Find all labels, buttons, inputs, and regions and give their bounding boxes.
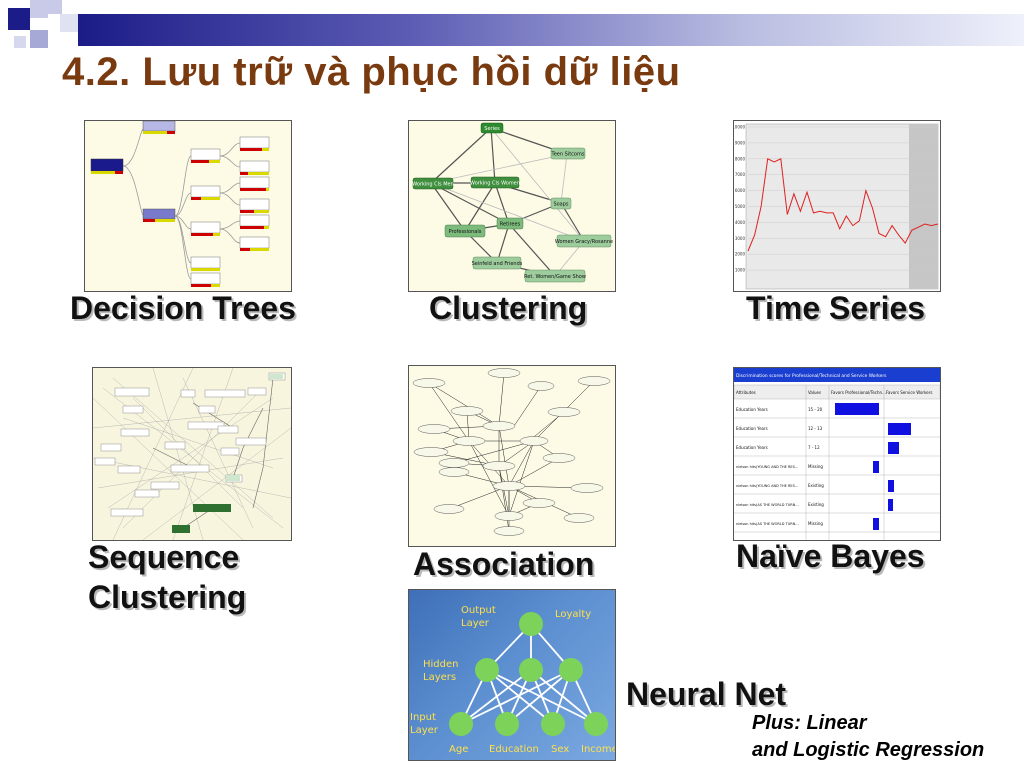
top-gradient-bar	[78, 14, 1024, 46]
deco-square-4	[30, 30, 48, 48]
time-series-tick-label: 3000	[735, 236, 746, 241]
nb-row-attr: Education Years	[736, 407, 768, 412]
naive-bayes-label: Naïve Bayes	[736, 538, 925, 574]
nb-row-value: Existing	[808, 483, 824, 488]
nb-row-value: 12 - 13	[808, 426, 823, 431]
cluster-node-women-gracy-rosanne: Women Gracy/Rosanne	[555, 239, 613, 245]
naive-bayes-image: Discrimination scores for Professional/T…	[733, 367, 941, 541]
sequence-clustering-label-line1: Sequence	[88, 539, 240, 575]
plus-linear-text: Plus: Linear	[752, 712, 867, 734]
nb-row-value: Missing	[808, 464, 823, 469]
nb-row-attr: Education Years	[736, 445, 768, 450]
time-series-tick-label: 6000	[735, 188, 746, 193]
nb-row-attr: nielson hits(YOUNG AND THE RES...	[736, 465, 798, 469]
nn-input-layer-l2: Layer	[410, 725, 439, 736]
nb-row-attr: nielson hits(AS THE WORLD TURN...	[736, 522, 799, 526]
deco-square-3	[48, 0, 62, 14]
nn-input-income: Income	[581, 744, 615, 755]
cluster-node-ret-women-game-show: Ret. Women/Game Show	[524, 274, 586, 280]
association-label: Association	[413, 546, 595, 582]
deco-square-1	[8, 8, 30, 30]
nn-loyalty: Loyalty	[555, 609, 591, 620]
nn-hidden-layers-l2: Layers	[423, 672, 456, 683]
nn-hidden-node	[519, 658, 543, 682]
nn-output-layer-l1: Output	[461, 605, 496, 616]
nn-input-age: Age	[449, 744, 468, 755]
nn-hidden-node	[475, 658, 499, 682]
time-series-chart: 10000 9000 8000 7000 6000 5000 4000 3000 2000 100…	[734, 123, 939, 290]
nb-row-attr: nielson hits(YOUNG AND THE RES...	[736, 484, 798, 488]
cluster-node-soaps: Soaps	[553, 202, 568, 208]
time-series-tick-label: 5000	[735, 204, 746, 209]
deco-square-5	[60, 14, 78, 32]
nn-output-node	[519, 612, 543, 636]
nn-output-layer-l2: Layer	[461, 618, 490, 629]
naive-bayes-header: Discrimination scores for Professional/T…	[736, 373, 887, 379]
cluster-node-working-cls-men: Working Cls Men	[412, 182, 454, 188]
nn-input-node	[541, 712, 565, 736]
nn-input-node	[449, 712, 473, 736]
nn-hidden-layers-l1: Hidden	[423, 659, 458, 670]
time-series-tick-label: 9000	[735, 140, 746, 145]
clustering-graph: Series Teen Sitcoms Working Cls Men Work…	[412, 122, 613, 283]
neural-net-label: Neural Net	[626, 676, 787, 712]
sequence-clustering-label-line2: Clustering	[88, 579, 247, 615]
nb-row-attr: nielson hits(AS THE WORLD TURN...	[736, 503, 799, 507]
nb-col-favors-prof: Favors Professional/Techn...	[831, 390, 886, 395]
sequence-clustering-image	[92, 367, 292, 541]
association-image	[408, 365, 616, 547]
plus-logistic-text: and Logistic Regression	[752, 739, 985, 761]
nb-col-values: Values	[808, 390, 821, 395]
time-series-tick-label: 10000	[734, 125, 745, 130]
deco-square-2	[30, 0, 48, 18]
slide-title: 4.2. Lưu trữ và phục hồi dữ liệu	[62, 50, 681, 94]
nn-hidden-node	[559, 658, 583, 682]
nb-row-value: 7 - 12	[808, 445, 820, 450]
cluster-node-working-cls-women: Working Cls Women	[470, 181, 520, 187]
deco-square-6	[14, 36, 26, 48]
nn-input-education: Education	[489, 744, 539, 755]
time-series-tick-label: 8000	[735, 156, 746, 161]
nb-col-favors-service: Favors Service Workers	[886, 390, 932, 395]
decision-trees-image	[84, 120, 292, 292]
time-series-line	[747, 158, 939, 252]
cluster-node-professionals: Professionals	[449, 229, 482, 235]
clustering-label: Clustering	[429, 290, 588, 326]
time-series-tick-label: 4000	[735, 220, 746, 225]
neural-net-image: Output Layer Loyalty Hidden Layers Input…	[408, 589, 616, 761]
nn-input-node	[584, 712, 608, 736]
nb-col-attributes: Attributes	[736, 390, 756, 395]
nn-input-sex: Sex	[551, 744, 569, 755]
clustering-image: Series Teen Sitcoms Working Cls Men Work…	[408, 120, 616, 292]
cluster-node-series: Series	[484, 126, 500, 132]
cluster-node-retirees: Retirees	[500, 222, 521, 228]
time-series-label: Time Series	[746, 290, 926, 326]
time-series-tick-label: 1000	[735, 268, 746, 273]
nb-row-value: Missing	[808, 521, 823, 526]
time-series-tick-label: 2000	[735, 252, 746, 257]
nb-row-attr: Education Years	[736, 426, 768, 431]
nb-row-value: Existing	[808, 502, 824, 507]
time-series-image: 10000 9000 8000 7000 6000 5000 4000 3000 2000 100…	[733, 120, 941, 292]
cluster-node-seinfeld-and-friends: Seinfeld and Friends	[472, 261, 523, 267]
decision-trees-label: Decision Trees	[70, 290, 296, 326]
nn-input-node	[495, 712, 519, 736]
nb-row-value: 15 - 20	[808, 407, 823, 412]
time-series-tick-label: 7000	[735, 172, 746, 177]
nn-input-layer-l1: Input	[410, 712, 436, 723]
cluster-node-teen-sitcoms: Teen Sitcoms	[551, 152, 585, 158]
